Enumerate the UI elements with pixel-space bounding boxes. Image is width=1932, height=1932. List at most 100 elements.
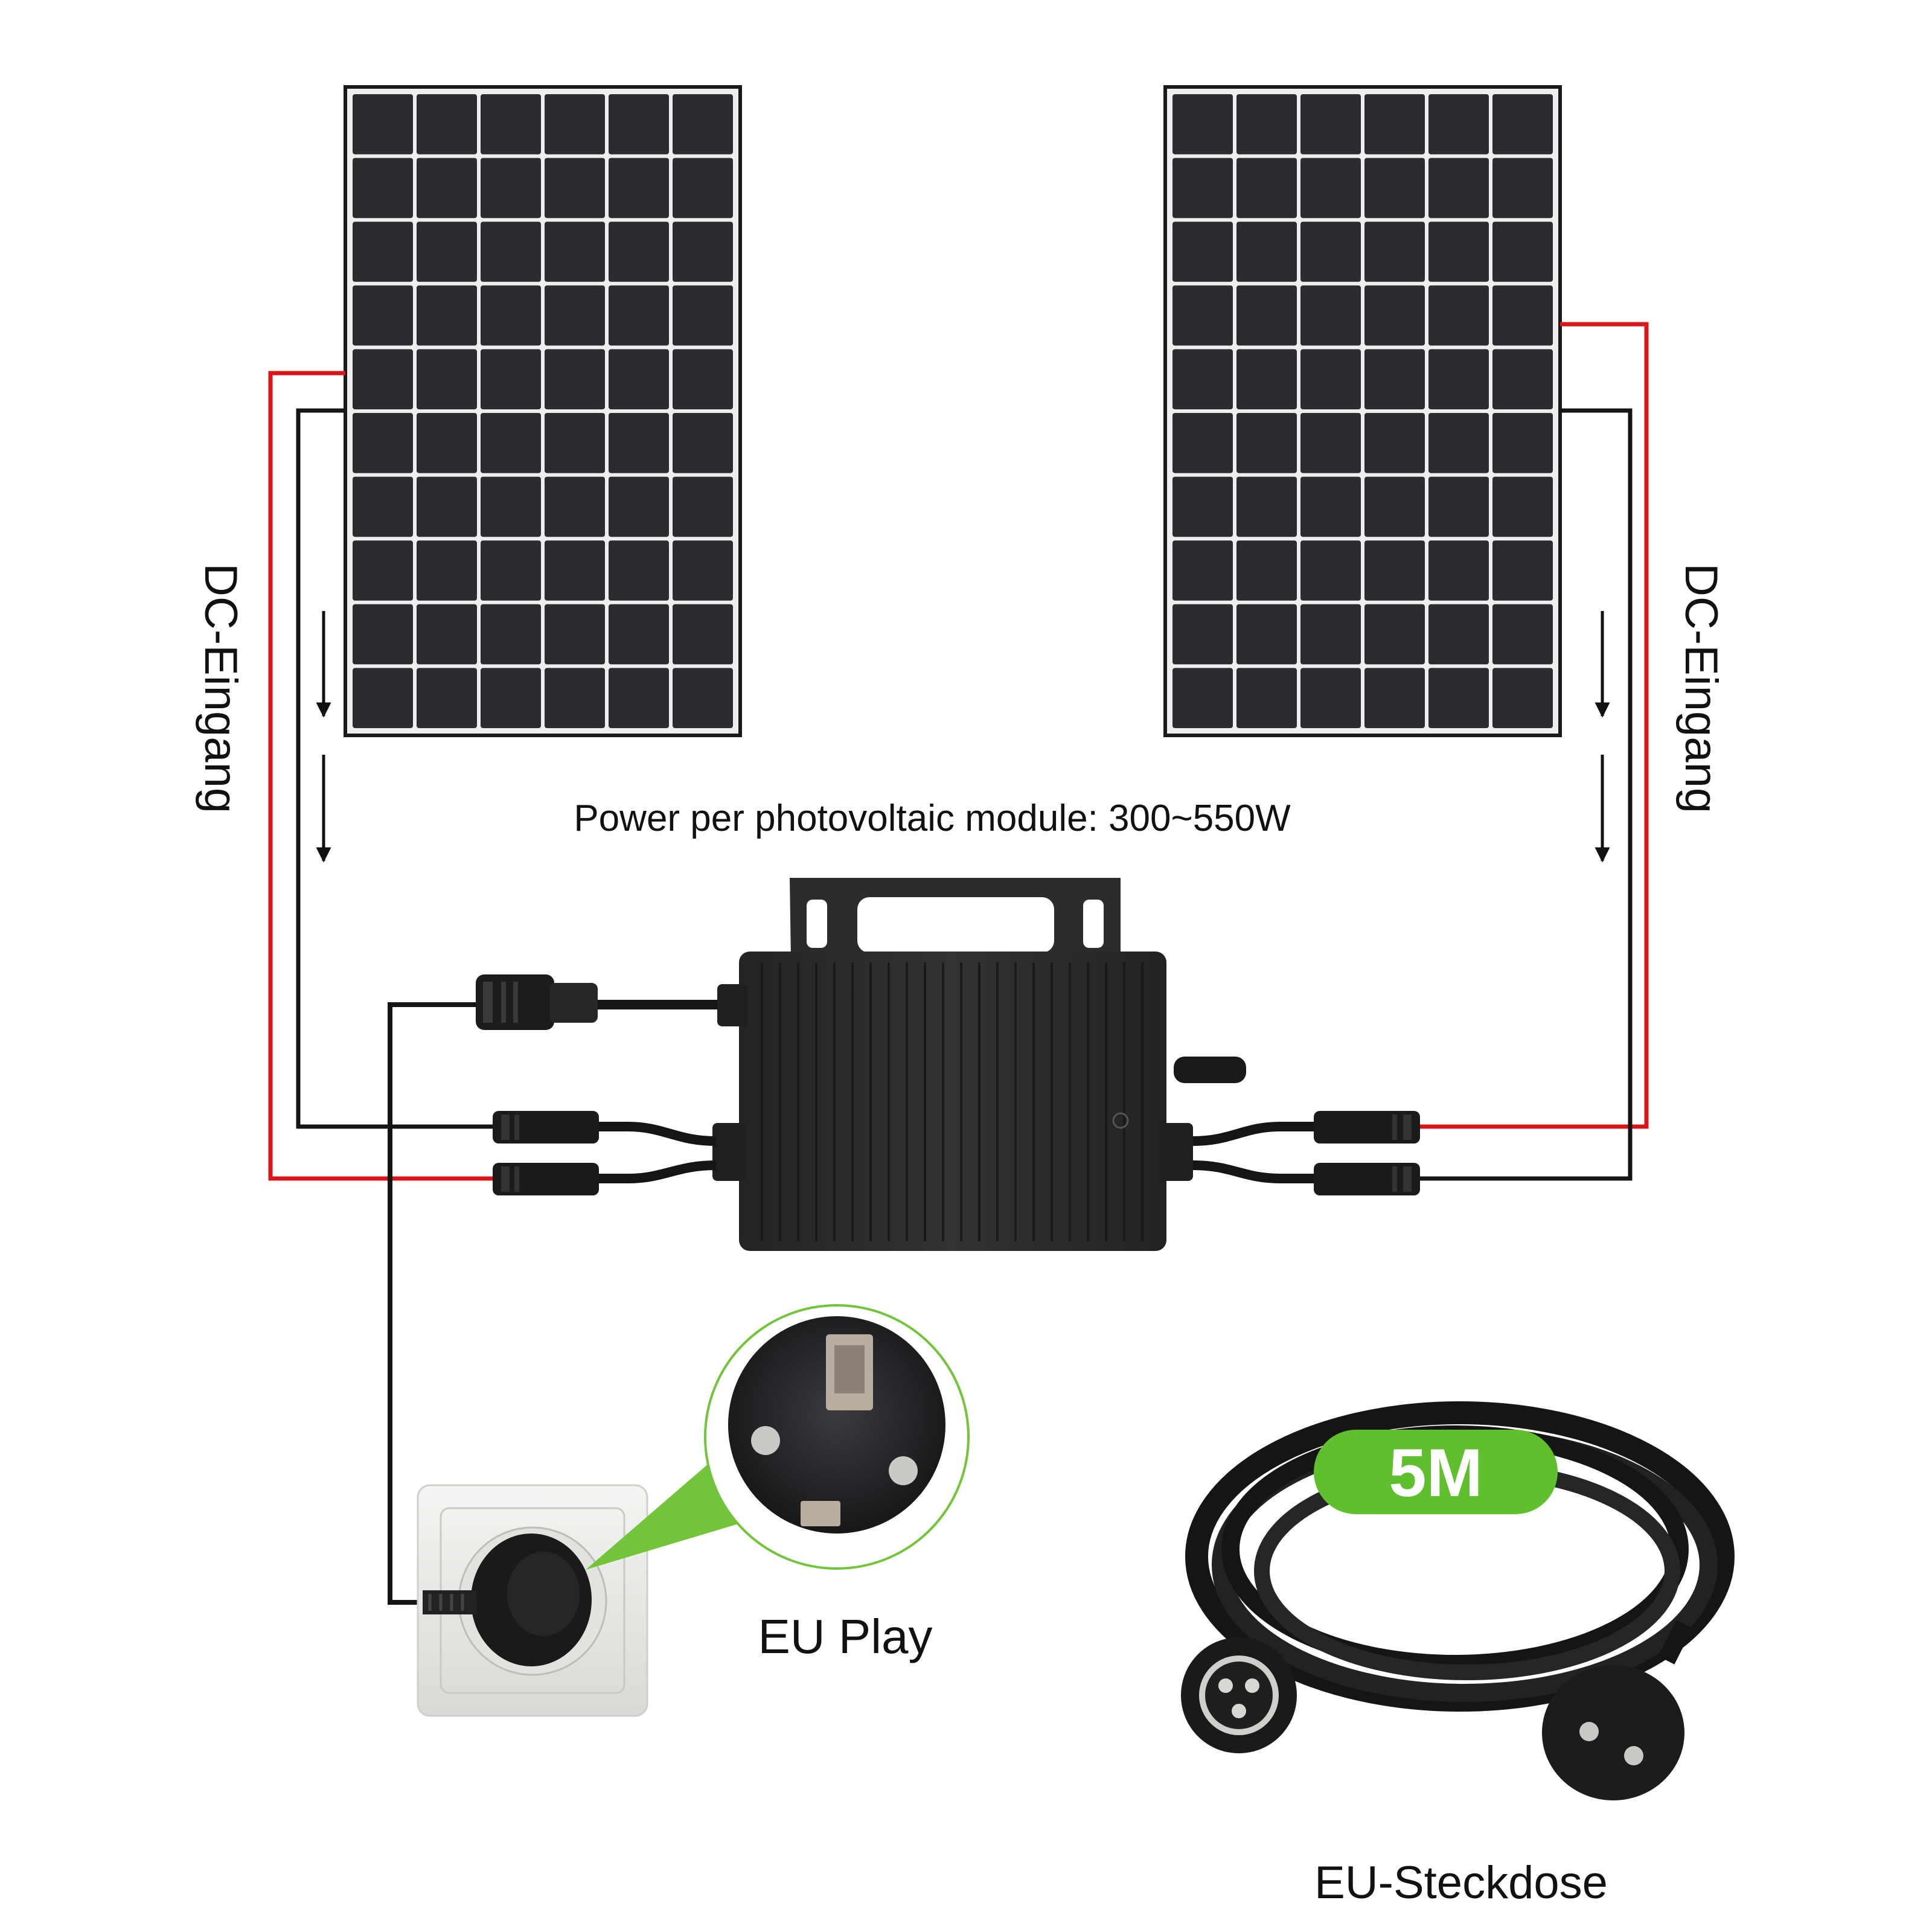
solar-cell — [353, 476, 413, 537]
solar-cell — [1172, 94, 1233, 155]
solar-cell — [1364, 349, 1425, 409]
solar-cell — [1428, 94, 1489, 155]
dc-wires-left — [268, 371, 495, 1181]
solar-cell — [673, 476, 733, 537]
solar-cell — [1492, 604, 1553, 665]
cable-eu-plug — [1542, 1620, 1693, 1800]
solar-cell — [1172, 668, 1233, 728]
solar-cell — [545, 349, 605, 409]
solar-cell — [1300, 476, 1361, 537]
solar-cell — [673, 413, 733, 473]
solar-cell — [545, 604, 605, 665]
solar-cell — [1172, 476, 1233, 537]
solar-cell — [1492, 668, 1553, 728]
solar-cell — [1492, 285, 1553, 346]
solar-cell — [545, 94, 605, 155]
solar-cell — [1172, 413, 1233, 473]
solar-cell — [1300, 285, 1361, 346]
solar-cell — [673, 94, 733, 155]
callout-pointer — [586, 1455, 746, 1570]
solar-cell — [353, 94, 413, 155]
solar-panel-left — [344, 85, 742, 737]
length-badge: 5M — [1314, 1430, 1558, 1514]
eu-plug-callout — [586, 1304, 970, 1570]
solar-cell — [545, 285, 605, 346]
solar-cell — [417, 158, 477, 219]
solar-cell — [1428, 604, 1489, 665]
solar-cell — [1492, 349, 1553, 409]
dc-input-label-left: DC-Eingang — [195, 563, 246, 813]
solar-cell — [1300, 94, 1361, 155]
solar-cell — [1300, 158, 1361, 219]
solar-cell — [1428, 476, 1489, 537]
solar-cell — [1428, 349, 1489, 409]
solar-cell — [1172, 604, 1233, 665]
solar-cell — [673, 222, 733, 282]
solar-cell — [417, 540, 477, 601]
solar-cell — [609, 540, 669, 601]
solar-cell — [1172, 285, 1233, 346]
solar-cell — [353, 222, 413, 282]
pin — [889, 1456, 918, 1485]
solar-cell — [1364, 476, 1425, 537]
solar-cell — [417, 94, 477, 155]
inverter-body — [739, 952, 1166, 1251]
solar-cell — [481, 604, 541, 665]
solar-cell — [353, 668, 413, 728]
wire-negative-right — [1418, 408, 1633, 1181]
module-power-caption: Power per photovoltaic module: 300~550W — [574, 798, 1291, 839]
solar-cell — [609, 158, 669, 219]
solar-cell — [1428, 285, 1489, 346]
solar-cell — [1364, 285, 1425, 346]
solar-cell — [481, 476, 541, 537]
solar-cell — [1428, 668, 1489, 728]
solar-cell — [609, 476, 669, 537]
solar-cell — [353, 158, 413, 219]
solar-cell — [353, 349, 413, 409]
solar-cell — [609, 349, 669, 409]
solar-cell — [609, 222, 669, 282]
solar-cell — [1364, 668, 1425, 728]
solar-cell — [481, 222, 541, 282]
solar-cell — [609, 413, 669, 473]
solar-cell — [609, 285, 669, 346]
solar-cell — [545, 413, 605, 473]
solar-cell — [1428, 222, 1489, 282]
solar-cell — [481, 349, 541, 409]
solar-cell — [481, 94, 541, 155]
solar-cell — [1236, 349, 1297, 409]
solar-cell — [1300, 540, 1361, 601]
solar-cell — [1236, 540, 1297, 601]
wire-positive-left — [268, 371, 495, 1181]
eu-socket-label: EU-Steckdose — [1314, 1857, 1608, 1908]
solar-cell — [609, 604, 669, 665]
solar-cell — [1364, 540, 1425, 601]
solar-cell — [545, 158, 605, 219]
solar-cell — [353, 540, 413, 601]
solar-cell — [545, 540, 605, 601]
solar-cell — [417, 285, 477, 346]
status-led — [1112, 1112, 1129, 1129]
wire-positive-right — [1418, 322, 1649, 1129]
solar-cell — [1364, 604, 1425, 665]
solar-cell — [481, 413, 541, 473]
solar-cell — [545, 222, 605, 282]
solar-cell — [353, 604, 413, 665]
solar-cell — [1172, 540, 1233, 601]
solar-cell — [1364, 413, 1425, 473]
solar-cell — [417, 604, 477, 665]
solar-cell — [1236, 158, 1297, 219]
solar-cell — [673, 158, 733, 219]
solar-cell — [1172, 222, 1233, 282]
cable-ac-connector — [1181, 1637, 1297, 1753]
solar-cell — [1300, 413, 1361, 473]
ac-connector — [476, 974, 598, 1030]
solar-cell — [1428, 413, 1489, 473]
solar-cell — [481, 158, 541, 219]
solar-cell — [673, 604, 733, 665]
solar-cell — [1236, 285, 1297, 346]
solar-cell — [1172, 349, 1233, 409]
earth-contact — [801, 1501, 840, 1526]
solar-cell — [673, 285, 733, 346]
pin — [751, 1426, 780, 1455]
